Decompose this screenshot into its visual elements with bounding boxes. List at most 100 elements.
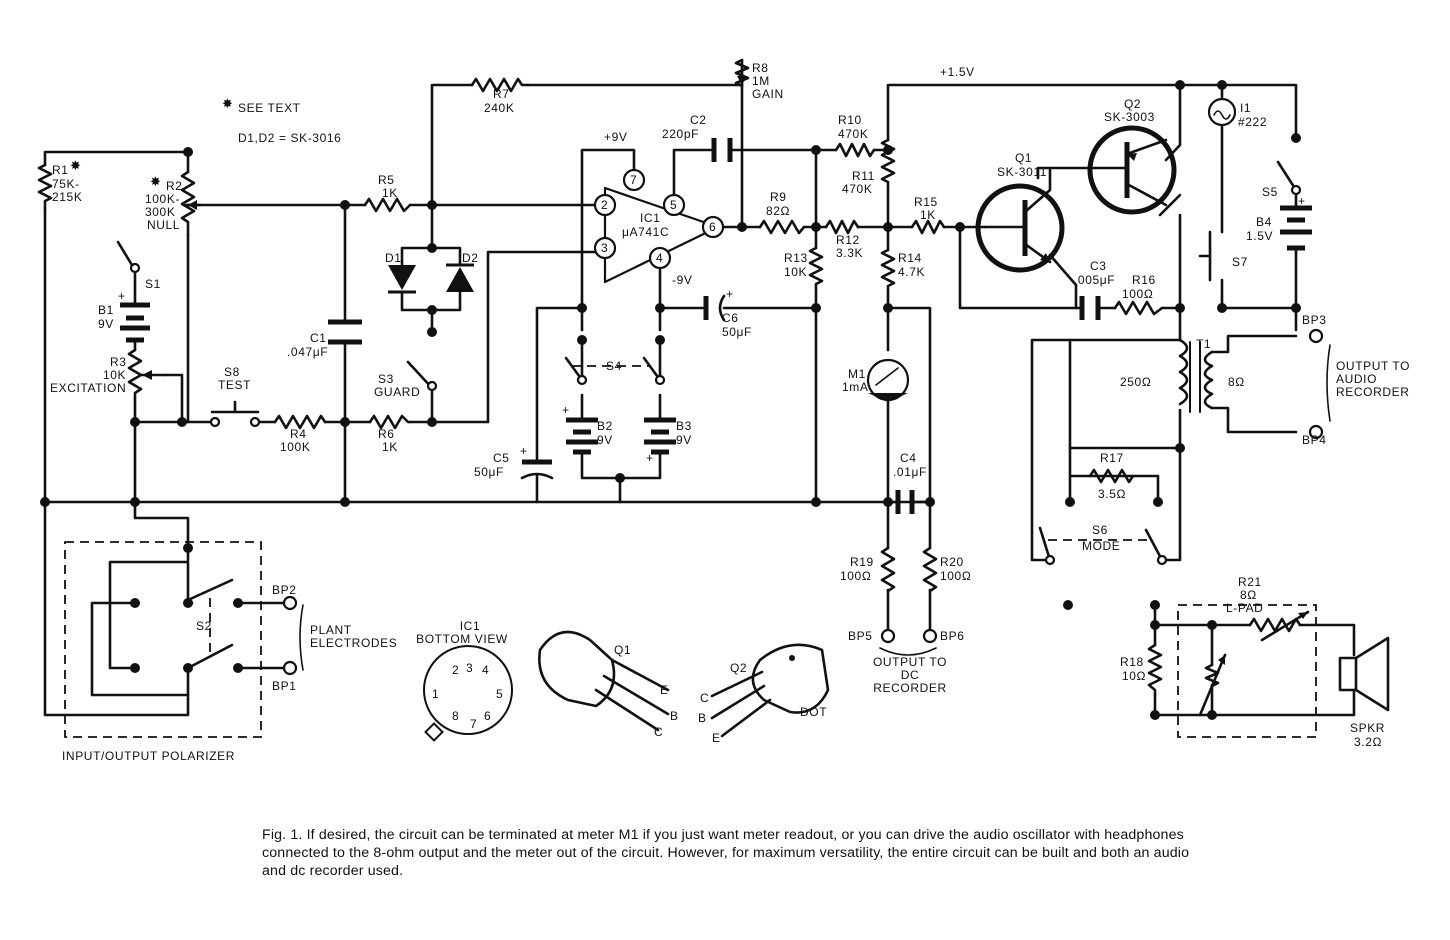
r21-label: R21 <box>1238 575 1262 589</box>
r17-resistor <box>1088 468 1135 484</box>
l-pad-box <box>1177 604 1317 738</box>
bp4-label: BP4 <box>1302 433 1326 447</box>
pinout-pin-1: 1 <box>432 687 439 701</box>
c1-value: .047μF <box>287 345 328 359</box>
d1-label: D1 <box>385 251 402 265</box>
pin-7: 7 <box>630 173 637 187</box>
transistors <box>975 125 1177 273</box>
i1-lamp <box>1207 97 1237 127</box>
r4-value: 100K <box>280 440 310 454</box>
t1-transformer <box>1178 338 1189 406</box>
r8-resistor <box>734 58 750 88</box>
d2-label: D2 <box>462 251 479 265</box>
r9-value: 82Ω <box>766 204 790 218</box>
dc-line1: OUTPUT TO <box>873 655 947 669</box>
r5-value: 1K <box>382 186 398 200</box>
q2-lead-b: B <box>698 711 707 725</box>
q2-label: Q2 <box>1124 97 1141 111</box>
see-text-note: SEE TEXT <box>238 101 301 115</box>
junction-dots <box>40 80 1301 720</box>
b3-battery <box>644 417 676 455</box>
binding-post-symbols <box>282 328 1331 676</box>
r1-value: 75K- <box>52 177 80 191</box>
pinout-drawings <box>423 630 830 742</box>
c1-capacitor <box>328 319 362 345</box>
spkr-value: 3.2Ω <box>1354 735 1382 749</box>
figure-caption: Fig. 1. If desired, the circuit can be t… <box>262 827 1190 879</box>
minus9-label: -9V <box>672 273 692 287</box>
c6-label: C6 <box>722 311 739 325</box>
r8-value: 1M <box>752 74 770 88</box>
q1-part: SK-3011 <box>997 165 1047 179</box>
b2-label: B2 <box>597 419 613 433</box>
r3-label: R3 <box>110 355 127 369</box>
r15-resistor <box>910 219 946 235</box>
polarizer-box <box>64 541 262 738</box>
r2-name: NULL <box>147 218 180 232</box>
b1-value: 9V <box>98 317 114 331</box>
c6-plus: + <box>726 287 734 301</box>
r6-resistor <box>368 414 412 430</box>
s6-label: S6 <box>1092 523 1108 537</box>
r18-label: R18 <box>1120 655 1144 669</box>
m1-label: M1 <box>848 367 866 381</box>
b2-value: 9V <box>597 433 613 447</box>
r17-label: R17 <box>1100 451 1124 465</box>
plus9-label: +9V <box>604 130 628 144</box>
dc-line3: RECORDER <box>873 681 946 695</box>
b3-label: B3 <box>676 419 692 433</box>
r4-resistor <box>273 414 327 430</box>
pin-6: 6 <box>709 220 716 234</box>
r1-star-icon: ✸ <box>70 158 82 173</box>
t1-label: T1 <box>1196 337 1211 351</box>
s2-label: S2 <box>196 619 212 633</box>
pin-4: 4 <box>656 251 663 265</box>
q1-pinout-label: Q1 <box>614 643 631 657</box>
pinout-pin-2: 2 <box>452 663 459 677</box>
r20-resistor <box>922 546 938 593</box>
r11-value: 470K <box>842 182 872 196</box>
r7-resistor <box>470 77 530 93</box>
r19-label: R19 <box>850 555 874 569</box>
c1-label: C1 <box>310 331 327 345</box>
c6-capacitor-curve <box>718 294 726 322</box>
bp6-label: BP6 <box>940 629 964 643</box>
ic1-bottom-view <box>423 645 513 735</box>
c5-plus: + <box>520 444 528 458</box>
audio-line3: RECORDER <box>1336 385 1409 399</box>
pinout-pin-6: 6 <box>484 709 491 723</box>
s6-name: MODE <box>1082 539 1120 553</box>
r5-resistor <box>363 197 412 213</box>
c5-value: 50μF <box>474 465 504 479</box>
c3-label: C3 <box>1090 259 1107 273</box>
r21-vertical <box>1204 663 1220 688</box>
q2-part: SK-3003 <box>1104 110 1155 124</box>
r12-resistor <box>824 219 860 235</box>
s2-switch <box>186 578 234 670</box>
r1-label: R1 <box>52 163 69 177</box>
q2-transistor <box>1087 125 1177 215</box>
pinout-title: IC1 <box>460 619 480 633</box>
s7-switch <box>1198 230 1212 282</box>
pin-2: 2 <box>601 198 608 212</box>
s1-label: S1 <box>145 277 161 291</box>
c4-capacitor <box>895 490 915 514</box>
bp1-label: BP1 <box>272 679 296 693</box>
capacitors <box>328 138 1101 514</box>
r3-name: EXCITATION <box>50 381 126 395</box>
audio-line1: OUTPUT TO <box>1336 359 1410 373</box>
r9-resistor <box>758 219 806 235</box>
t1-secondary: 8Ω <box>1228 375 1245 389</box>
s8-switch <box>210 400 260 414</box>
s3-name: GUARD <box>374 385 420 399</box>
c4-label: C4 <box>900 451 917 465</box>
r12-label: R12 <box>836 233 860 247</box>
s3-label: S3 <box>378 372 394 386</box>
c5-capacitor-curve <box>520 472 554 480</box>
r14-resistor <box>880 248 896 292</box>
r9-label: R9 <box>770 190 787 204</box>
r13-resistor <box>808 246 824 290</box>
r17-value: 3.5Ω <box>1098 487 1126 501</box>
r13-value: 10K <box>784 265 807 279</box>
spkr-label: SPKR <box>1350 721 1385 735</box>
